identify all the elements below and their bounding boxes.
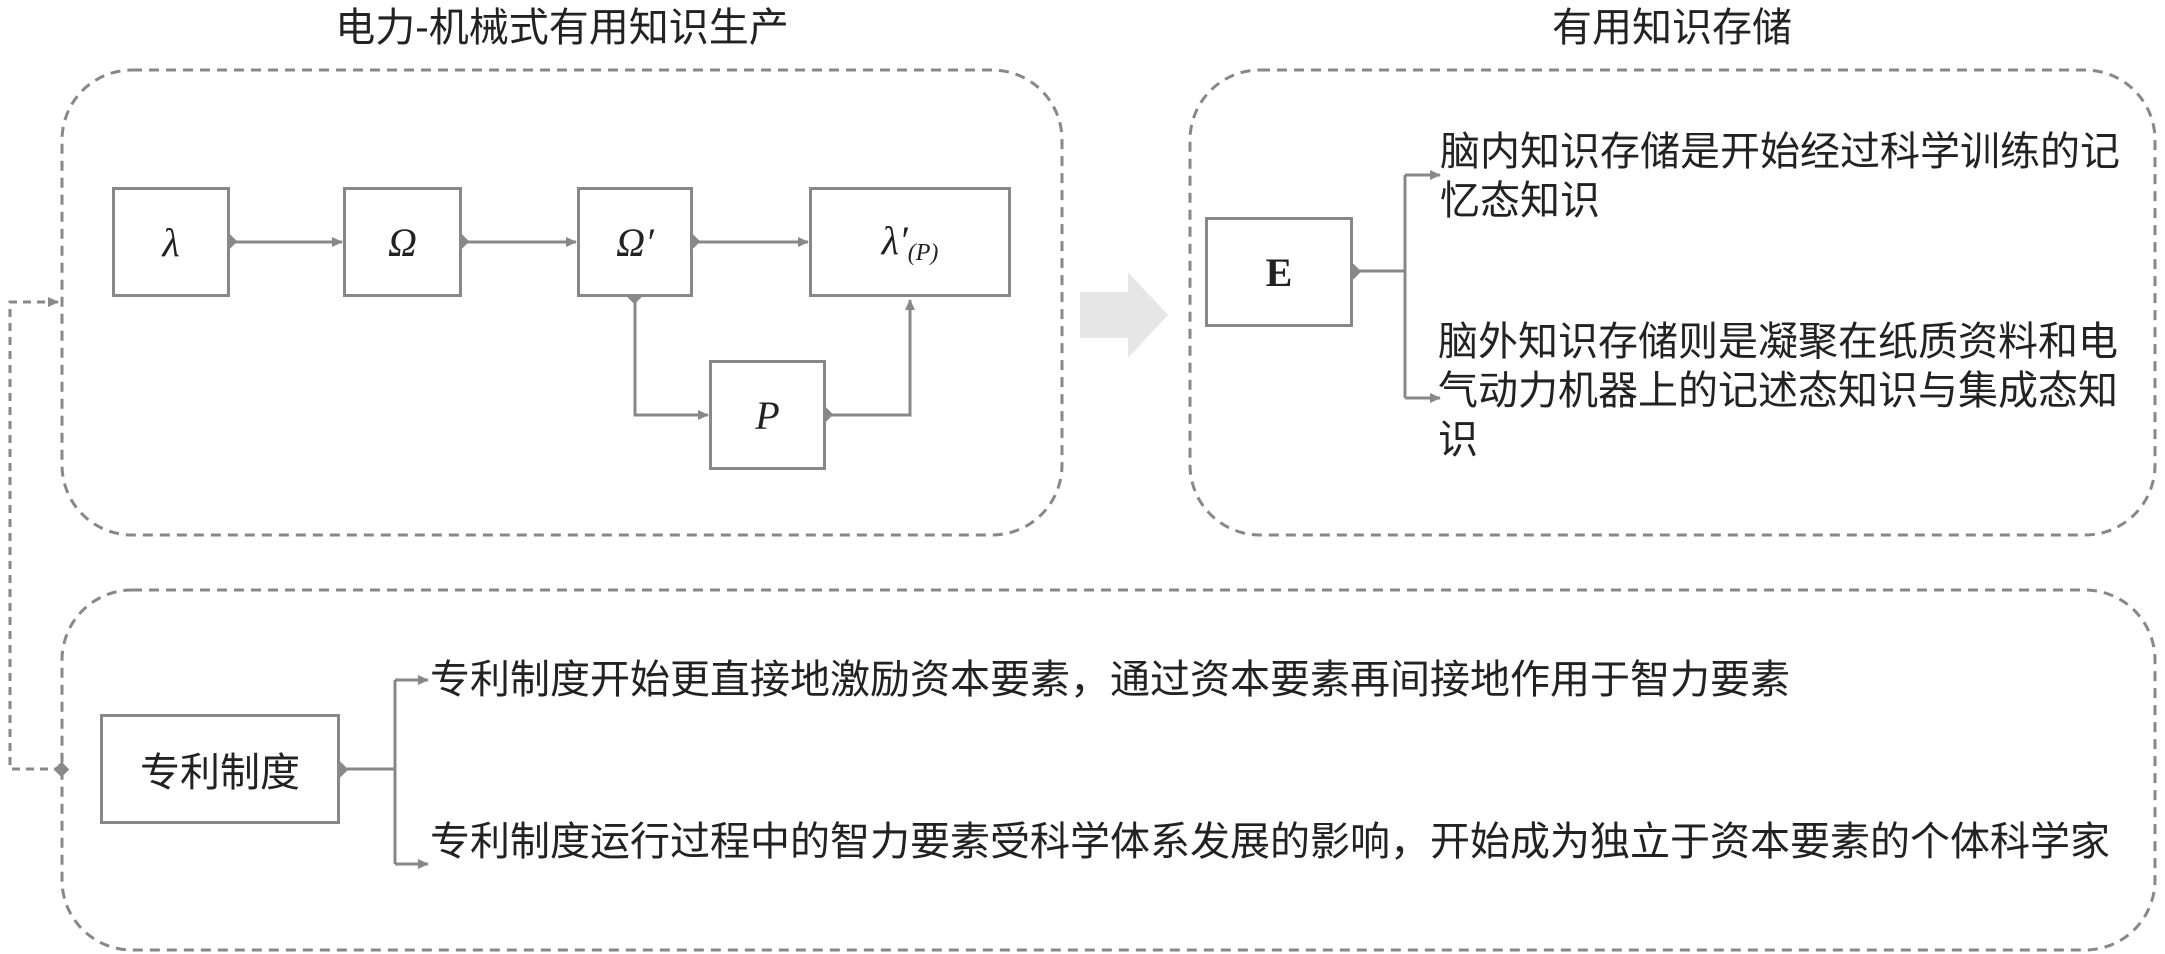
storage-item-1: 脑内知识存储是开始经过科学训练的记忆态知识 [1440, 129, 2120, 224]
feedback-arrow [8, 297, 62, 771]
node-lambda-prime-content: λ′(P) [882, 217, 939, 267]
node-lambda-prime: λ′(P) [809, 187, 1011, 297]
node-lambda-prime-label: λ′ [881, 218, 908, 263]
node-omega-prime-label: Ω′ [616, 219, 654, 265]
production-panel [60, 68, 1064, 537]
node-e: E [1205, 217, 1353, 327]
node-omega-label: Ω [388, 219, 417, 265]
node-patent: 专利制度 [100, 714, 340, 824]
storage-title: 有用知识存储 [1552, 5, 1792, 51]
node-p: P [709, 360, 826, 470]
node-lambda: λ [112, 187, 230, 297]
patent-item-2: 专利制度运行过程中的智力要素受科学体系发展的影响，开始成为独立于资本要素的个体科… [430, 819, 2110, 865]
node-omega-prime: Ω′ [577, 187, 693, 297]
node-p-label: P [755, 392, 780, 438]
node-omega: Ω [343, 187, 462, 297]
patent-item-1: 专利制度开始更直接地激励资本要素，通过资本要素再间接地作用于智力要素 [430, 657, 1790, 703]
storage-panel [1188, 68, 2157, 537]
node-patent-label: 专利制度 [140, 750, 300, 796]
production-title: 电力-机械式有用知识生产 [335, 5, 789, 51]
arrow-omega-prime-to-p [633, 297, 709, 420]
node-lambda-prime-subscript: (P) [907, 240, 939, 266]
storage-item-2: 脑外知识存储则是凝聚在纸质资料和电气动力机器上的记述态知识与集成态知识 [1438, 319, 2118, 463]
node-lambda-label: λ [162, 219, 180, 265]
arrow-p-to-lambda-prime [826, 299, 915, 417]
transition-arrow-icon [1080, 272, 1168, 358]
node-e-label: E [1265, 249, 1293, 295]
